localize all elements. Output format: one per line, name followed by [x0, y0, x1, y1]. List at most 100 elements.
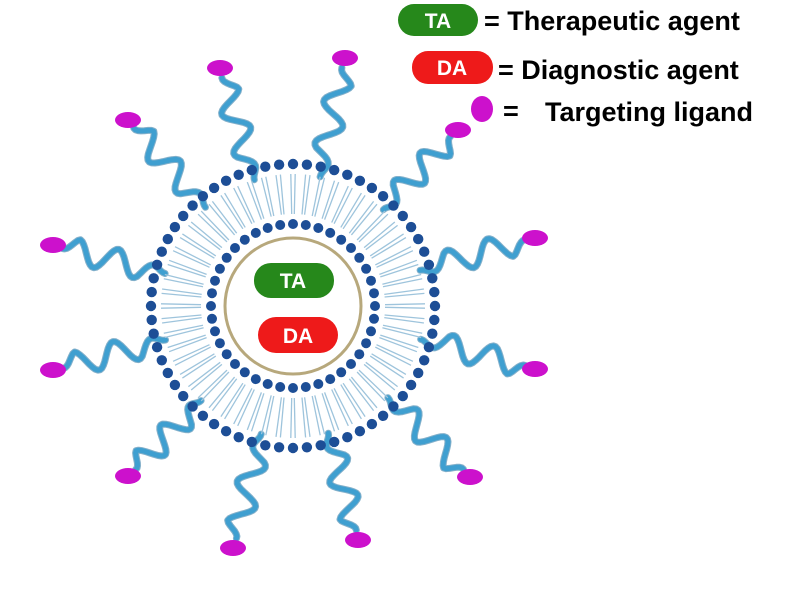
lipid-tail [384, 292, 425, 298]
lipid-tail [371, 353, 407, 375]
lipid-tail [342, 195, 366, 230]
outer-head-group [151, 259, 163, 270]
inner-head-group [221, 252, 232, 263]
outer-head-group [197, 410, 209, 421]
lipid-tail [382, 278, 423, 288]
lipid-tail [162, 316, 202, 324]
inner-head-group [207, 313, 217, 324]
lipid-tail [380, 263, 419, 278]
inner-head-group [262, 223, 273, 233]
targeting-ligand [40, 237, 66, 253]
inner-head-group [250, 374, 261, 385]
lipid-tail [161, 314, 202, 320]
outer-head-group [354, 175, 366, 186]
outer-head-group [156, 355, 167, 366]
outer-head-group [388, 200, 399, 211]
lipid-tail [265, 176, 275, 217]
outer-head-group [208, 182, 220, 194]
legend-diagnostic-badge-label: DA [437, 57, 467, 80]
lipid-tail [160, 303, 202, 306]
inner-head-group [313, 379, 324, 389]
lipid-tail [208, 203, 236, 236]
lipid-tail [233, 388, 253, 425]
inner-head-group [366, 326, 376, 337]
outer-head-group [342, 169, 353, 180]
outer-head-group [377, 191, 389, 202]
lipid-tail [303, 175, 311, 215]
lipid-tail [384, 316, 424, 324]
lipid-tail [350, 203, 378, 236]
lipid-tail [356, 371, 386, 402]
peg-tethers [58, 64, 530, 542]
lipid-tail [333, 187, 353, 224]
lipid-tail [323, 392, 340, 431]
lipid-tail [224, 384, 246, 420]
outer-head-group [187, 200, 198, 211]
inner-head-group [214, 263, 225, 274]
lipid-tail [293, 173, 296, 215]
targeting-ligand [522, 361, 548, 377]
core-diagnostic-label: DA [283, 325, 313, 348]
lipid-tail [164, 327, 204, 339]
peg-tether-shadow [130, 124, 209, 211]
lipid-tail [174, 246, 211, 266]
outer-head-group [413, 233, 424, 245]
lipid-tail [167, 334, 206, 349]
outer-head-group [197, 191, 209, 202]
lipid-tail [197, 213, 228, 243]
peg-tether [380, 134, 453, 213]
inner-head-group [262, 379, 273, 389]
outer-head-group [342, 432, 353, 443]
inner-head-group [370, 301, 380, 311]
lipid-tail [168, 336, 207, 353]
lipid-tail [188, 361, 221, 388]
inner-head-group [346, 359, 356, 369]
inner-head-group [336, 367, 347, 378]
outer-head-group [377, 410, 389, 421]
outer-head-group [273, 159, 285, 170]
outer-head-group [220, 426, 232, 437]
peg-tether [59, 237, 168, 281]
core-therapeutic-badge [254, 263, 334, 298]
peg-tether [417, 236, 528, 275]
lipid-tail [376, 250, 414, 268]
targeting-ligand [40, 362, 66, 378]
lipid-tail [250, 180, 265, 219]
outer-head-group [419, 355, 430, 366]
targeting-ligands [40, 50, 548, 556]
lipid-tail [321, 393, 336, 432]
targeting-ligand [115, 468, 141, 484]
legend-ligand: = Targeting ligand [471, 96, 753, 127]
inner-head-group [210, 275, 220, 286]
inner-head-group [230, 359, 240, 369]
targeting-ligand [207, 60, 233, 76]
outer-head-group [427, 273, 438, 284]
legend-diagnostic-badge [412, 51, 493, 84]
outer-head-group [220, 175, 232, 186]
lipid-tail [331, 389, 349, 427]
lipid-tail [246, 181, 263, 220]
inner-head-group [300, 220, 311, 230]
lipid-tail [250, 393, 265, 432]
legend-diagnostic-text: = Diagnostic agent [498, 55, 739, 85]
lipid-tail [163, 278, 204, 288]
peg-tether-shadow [58, 236, 169, 282]
inner-head-group [325, 374, 336, 385]
lipid-tail [179, 237, 215, 259]
outer-head-group [329, 436, 340, 448]
inner-head-group [275, 382, 286, 392]
lipid-tail [275, 175, 283, 215]
lipid-tail [164, 273, 204, 285]
peg-tether [133, 398, 204, 473]
inner-head-group [207, 288, 217, 299]
lipid-tail [275, 397, 283, 437]
lipid-tail [224, 192, 246, 228]
lipid-tail [301, 174, 307, 215]
inner-head-group [369, 288, 379, 299]
outer-head-group [405, 379, 417, 391]
lipid-tail [384, 303, 426, 306]
lipid-tail [188, 224, 221, 251]
lipid-tail [384, 314, 425, 320]
core-therapeutic-label: TA [280, 270, 306, 293]
legend-diagnostic: DA = Diagnostic agent [412, 51, 739, 85]
